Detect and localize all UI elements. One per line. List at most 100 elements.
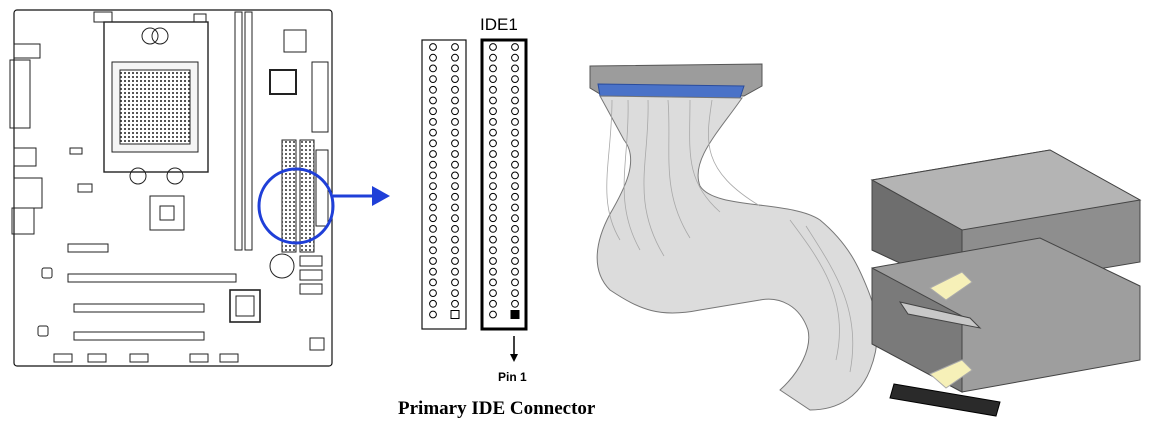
pin xyxy=(429,299,437,308)
pin xyxy=(511,257,519,265)
pin xyxy=(451,139,459,148)
pin xyxy=(429,192,437,201)
pin xyxy=(429,278,437,287)
pin1-label: Pin 1 xyxy=(498,370,527,384)
pin xyxy=(489,299,497,308)
pin xyxy=(489,289,497,298)
pin xyxy=(429,225,437,233)
pin xyxy=(511,43,519,51)
pin xyxy=(511,299,519,308)
pin xyxy=(451,257,459,265)
drive-cable-illustration xyxy=(589,63,1142,417)
pin xyxy=(429,43,437,51)
pin xyxy=(429,160,437,169)
pin xyxy=(489,246,497,255)
diagram-caption: Primary IDE Connector xyxy=(398,398,596,419)
pin xyxy=(451,246,459,255)
pin xyxy=(489,171,497,180)
pin xyxy=(489,75,497,83)
pin xyxy=(489,150,497,158)
pin xyxy=(511,53,519,62)
pin xyxy=(451,43,459,51)
pin xyxy=(511,278,519,287)
pin xyxy=(489,139,497,148)
pin xyxy=(451,53,459,62)
dimm-slot-1 xyxy=(234,11,243,251)
pointer-arrow-head xyxy=(372,186,390,206)
connector-header-ide1 xyxy=(480,38,528,331)
pin xyxy=(429,235,437,244)
pin xyxy=(511,267,519,276)
cmos-battery xyxy=(269,253,295,279)
pin xyxy=(451,75,459,83)
pin xyxy=(451,225,459,233)
pin xyxy=(429,150,437,158)
insert-arrow-2 xyxy=(929,359,973,389)
drive-ide-socket xyxy=(898,301,982,329)
pin1-arrow-head xyxy=(510,354,518,362)
board-ide-header-1 xyxy=(281,139,297,253)
pin xyxy=(489,43,497,51)
pin xyxy=(511,150,519,158)
pin xyxy=(429,310,437,319)
pin xyxy=(489,278,497,287)
motherboard-illustration xyxy=(9,9,333,367)
pin xyxy=(451,160,459,169)
pin xyxy=(451,192,459,201)
pin xyxy=(451,64,459,73)
pin xyxy=(429,257,437,265)
pin xyxy=(429,64,437,73)
ide1-label: IDE1 xyxy=(480,15,518,34)
pcie-x1-slot xyxy=(67,243,109,253)
insert-arrow-1 xyxy=(929,271,973,301)
pin xyxy=(511,225,519,233)
pin xyxy=(451,203,459,212)
pin xyxy=(489,235,497,244)
pin xyxy=(429,267,437,276)
cpu-socket-pins xyxy=(119,69,191,145)
pin xyxy=(451,150,459,158)
pin xyxy=(429,118,437,126)
ide-highlight-circle xyxy=(257,167,335,245)
pin xyxy=(489,267,497,276)
pin xyxy=(511,85,519,94)
pin xyxy=(429,246,437,255)
pin xyxy=(429,85,437,94)
dimm-slot-2 xyxy=(244,11,253,251)
pin xyxy=(489,203,497,212)
pin xyxy=(489,225,497,233)
pin xyxy=(511,75,519,83)
pin xyxy=(451,267,459,276)
pin xyxy=(429,96,437,105)
pin xyxy=(489,107,497,116)
pci-slot-1 xyxy=(73,303,205,313)
pin xyxy=(429,128,437,137)
pin xyxy=(489,257,497,265)
atx-power xyxy=(311,61,329,133)
parallel-port xyxy=(9,59,31,129)
pin xyxy=(451,299,459,308)
audio-ports xyxy=(11,207,35,235)
ribbon-cable xyxy=(596,95,878,411)
cpu-socket-frame xyxy=(103,21,209,173)
pin xyxy=(511,203,519,212)
pin xyxy=(451,214,459,223)
board-ide-header-2 xyxy=(299,139,315,253)
pin xyxy=(511,246,519,255)
cable-plug-bottom xyxy=(889,383,1001,417)
pin xyxy=(429,171,437,180)
pin xyxy=(489,128,497,137)
pcie-x16-slot xyxy=(67,273,237,283)
pin xyxy=(511,192,519,201)
pin xyxy=(429,107,437,116)
pci-slot-2 xyxy=(73,331,205,341)
pin xyxy=(451,278,459,287)
pin xyxy=(429,53,437,62)
pin xyxy=(429,139,437,148)
pin xyxy=(511,214,519,223)
pin xyxy=(511,118,519,126)
pin xyxy=(511,128,519,137)
pin xyxy=(511,139,519,148)
pin xyxy=(489,160,497,169)
